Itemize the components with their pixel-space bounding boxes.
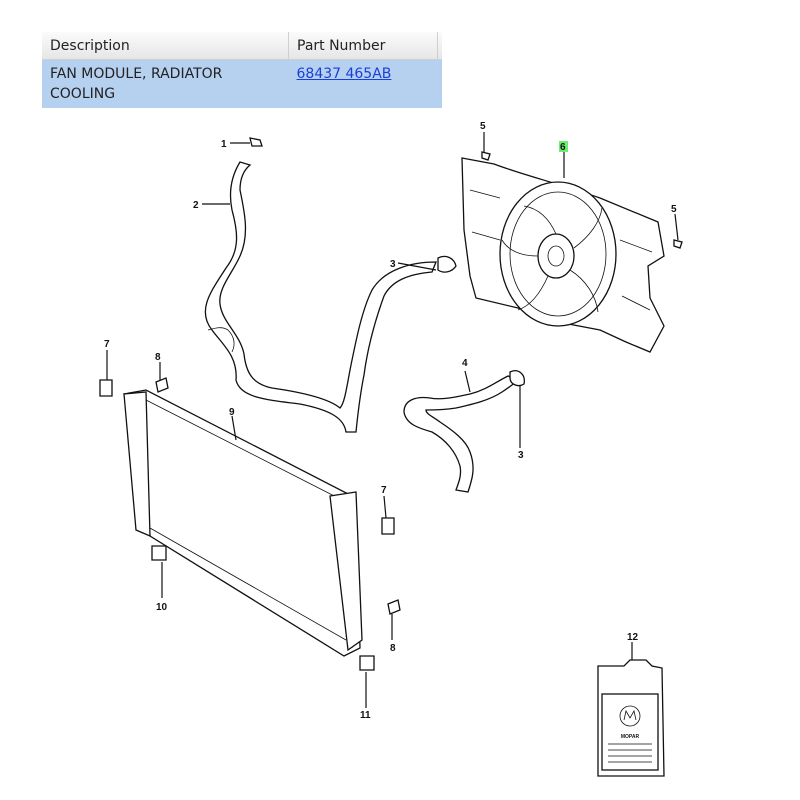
table-header-row: Description Part Number [42, 32, 442, 60]
bolt-5-right[interactable] [673, 239, 683, 249]
lower-radiator-hose[interactable] [403, 375, 520, 493]
coolant-jug[interactable]: MOPAR [597, 659, 665, 777]
hose-clamp-3-upper[interactable] [437, 255, 457, 273]
row-part-number: 68437 465AB [288, 59, 442, 108]
callout-8-right: 8 [390, 643, 396, 654]
callout-8-left: 8 [155, 352, 161, 363]
header-description[interactable]: Description [42, 32, 289, 60]
drain-plug-8-left[interactable] [155, 377, 169, 393]
jug-label: MOPAR [621, 734, 640, 740]
callout-6[interactable]: 6 [560, 142, 566, 153]
callout-5-top: 5 [480, 121, 486, 132]
callout-5-right: 5 [671, 204, 677, 215]
row-description: FAN MODULE, RADIATOR COOLING [42, 59, 289, 108]
drain-plug-8-right[interactable] [387, 599, 401, 615]
callout-3-lower: 3 [518, 450, 524, 461]
hose-clamp-1[interactable] [249, 137, 263, 147]
isolator-11[interactable] [359, 655, 375, 671]
callout-1: 1 [221, 139, 227, 150]
isolator-7-right[interactable] [381, 517, 395, 535]
hose-clamp-3-lower[interactable] [509, 370, 525, 387]
callout-12: 12 [627, 632, 639, 643]
callout-3-upper: 3 [390, 259, 396, 270]
callout-9: 9 [229, 407, 235, 418]
callout-7-left: 7 [104, 339, 110, 350]
callout-6-highlight [559, 141, 568, 152]
fan-module[interactable] [461, 157, 665, 353]
part-number-link[interactable]: 68437 465AB [296, 66, 392, 82]
callout-10: 10 [156, 602, 168, 613]
parts-table: Description Part Number FAN MODULE, RADI… [42, 32, 442, 108]
callout-2: 2 [193, 200, 199, 211]
isolator-7-left[interactable] [99, 379, 113, 397]
isolator-10[interactable] [151, 545, 167, 561]
callout-7-right: 7 [381, 485, 387, 496]
upper-radiator-hose[interactable] [204, 161, 437, 433]
bolt-5-top[interactable] [481, 151, 491, 161]
header-part-number[interactable]: Part Number [288, 32, 438, 60]
header-spacer [437, 32, 442, 60]
callout-4: 4 [462, 358, 468, 369]
table-row[interactable]: FAN MODULE, RADIATOR COOLING 68437 465AB [42, 59, 442, 108]
callout-11: 11 [360, 710, 371, 721]
radiator[interactable] [122, 389, 363, 657]
